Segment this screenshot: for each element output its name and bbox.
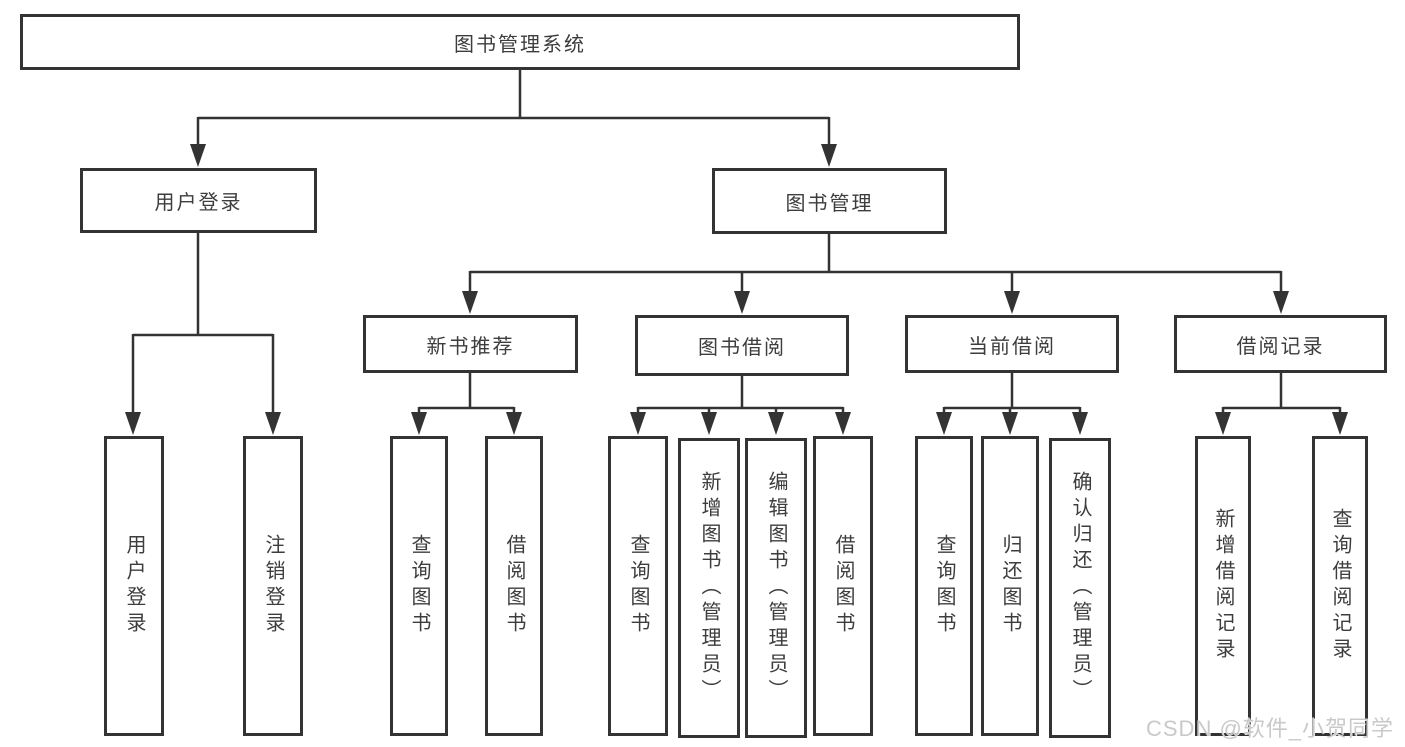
arrowheads	[125, 144, 1348, 435]
leaf-query-books-current: 查询图书	[915, 436, 973, 736]
leaf-query-borrow-record: 查询借阅记录	[1312, 436, 1368, 736]
arrowhead-icon	[734, 291, 750, 314]
node-label: 当前借阅	[968, 335, 1056, 358]
arrowhead-icon	[1332, 412, 1348, 435]
node-label: 新增借阅记录	[1212, 508, 1234, 664]
leaf-user-login: 用户登录	[104, 436, 164, 736]
arrowhead-icon	[411, 412, 427, 435]
arrowhead-icon	[1273, 291, 1289, 314]
node-label: 用户登录	[123, 534, 145, 638]
arrowhead-icon	[701, 412, 717, 435]
arrowhead-icon	[630, 412, 646, 435]
node-new-book-recommend: 新书推荐	[363, 315, 578, 373]
node-label: 查询图书	[627, 534, 649, 638]
node-label: 借阅图书	[832, 534, 854, 638]
leaf-edit-books-admin: 编辑图书（管理员）	[745, 438, 807, 738]
arrowhead-icon	[265, 412, 281, 435]
node-label: 编辑图书（管理员）	[765, 471, 787, 705]
node-label: 图书管理	[785, 192, 874, 215]
arrowhead-icon	[768, 412, 784, 435]
node-borrow-record: 借阅记录	[1174, 315, 1387, 373]
node-label: 借阅记录	[1236, 335, 1325, 358]
node-label: 图书借阅	[698, 337, 786, 359]
node-current-borrow: 当前借阅	[905, 315, 1119, 373]
arrowhead-icon	[125, 412, 141, 435]
node-user-login: 用户登录	[80, 168, 317, 233]
connector-book-management	[468, 234, 1283, 293]
arrowhead-icon	[936, 412, 952, 435]
leaf-query-books-borrow: 查询图书	[608, 436, 668, 736]
arrowhead-icon	[1072, 412, 1088, 435]
arrowhead-icon	[462, 291, 478, 314]
node-label: 查询图书	[933, 534, 955, 638]
node-label: 注销登录	[262, 534, 284, 638]
arrowhead-icon	[506, 412, 522, 435]
node-label: 确认归还（管理员）	[1069, 471, 1091, 705]
node-label: 借阅图书	[503, 534, 525, 638]
leaf-logout: 注销登录	[243, 436, 303, 736]
leaf-query-books-recommend: 查询图书	[390, 436, 448, 736]
arrowhead-icon	[821, 144, 837, 167]
arrowhead-icon	[835, 412, 851, 435]
leaf-confirm-return-admin: 确认归还（管理员）	[1049, 438, 1111, 738]
connector-root	[196, 68, 831, 147]
connector-new-book-recommend	[417, 373, 516, 414]
leaf-add-borrow-record: 新增借阅记录	[1195, 436, 1251, 736]
node-label: 新书推荐	[426, 335, 515, 358]
node-book-management: 图书管理	[712, 168, 947, 234]
leaf-return-books: 归还图书	[981, 436, 1039, 736]
node-root-system: 图书管理系统	[20, 14, 1020, 70]
node-label: 归还图书	[999, 534, 1021, 638]
node-label: 用户登录	[154, 192, 243, 214]
node-label: 查询借阅记录	[1329, 508, 1351, 664]
arrowhead-icon	[1215, 412, 1231, 435]
arrowhead-icon	[190, 144, 206, 167]
leaf-borrow-books-recommend: 借阅图书	[485, 436, 543, 736]
node-label: 查询图书	[408, 534, 430, 638]
node-label: 图书管理系统	[454, 33, 586, 56]
node-book-borrow: 图书借阅	[635, 315, 849, 376]
arrowhead-icon	[1002, 412, 1018, 435]
connector-borrow-record	[1221, 373, 1342, 414]
arrowhead-icon	[1004, 291, 1020, 314]
connector-current-borrow	[942, 373, 1082, 414]
leaf-borrow-books: 借阅图书	[813, 436, 873, 736]
node-label: 新增图书（管理员）	[698, 471, 720, 705]
csdn-watermark: CSDN @软件_小贺同学	[1146, 716, 1395, 741]
connector-user-login	[131, 233, 275, 414]
leaf-add-books-admin: 新增图书（管理员）	[678, 438, 740, 738]
connector-book-borrow	[636, 376, 845, 414]
